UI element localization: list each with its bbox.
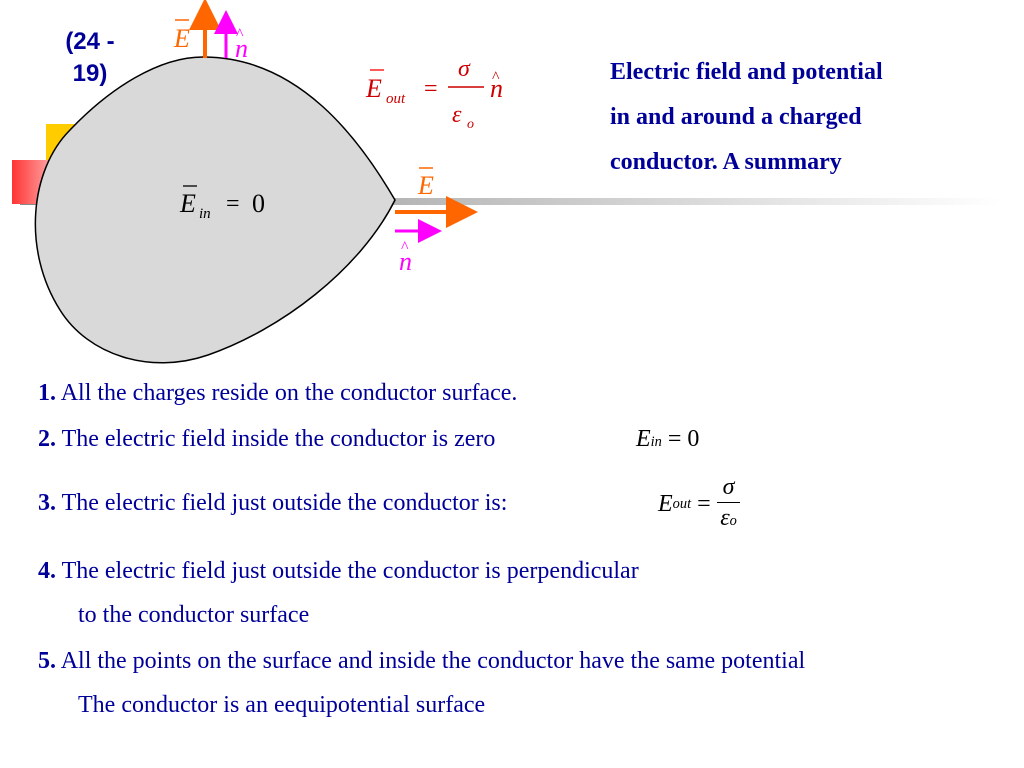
point-text: The electric field inside the conductor … <box>61 426 496 452</box>
point-text: All the points on the surface and inside… <box>60 648 806 674</box>
svg-text:0: 0 <box>252 189 265 218</box>
symbol-e: E <box>658 491 673 517</box>
equation-e-in-inline: Ein = 0 <box>636 424 699 457</box>
svg-text:n: n <box>399 247 412 276</box>
equation-e-out-inline: Eout = σ εo <box>658 472 741 536</box>
equation-e-out: E out = σ ε o ^ n <box>365 56 503 132</box>
svg-text:E: E <box>365 74 382 103</box>
point-text: All the charges reside on the conductor … <box>60 380 518 406</box>
point-text: The electric field just outside the cond… <box>61 558 639 584</box>
e-label-top: E <box>173 19 190 53</box>
n-hat-label-right: ^ n <box>399 239 412 276</box>
point-number: 5. <box>38 648 56 674</box>
decor-bar <box>20 198 1000 205</box>
point-3: 3. The electric field just outside the c… <box>38 488 507 518</box>
svg-text:^: ^ <box>236 26 244 43</box>
subscript-o: o <box>729 513 737 529</box>
subscript-out: out <box>672 496 692 512</box>
symbol-equals: = <box>667 426 682 452</box>
symbol-e: E <box>636 426 651 452</box>
symbol-sigma: σ <box>716 472 741 503</box>
point-text: The electric field just outside the cond… <box>61 490 508 516</box>
svg-text:^: ^ <box>492 69 500 86</box>
symbol-zero: 0 <box>687 426 700 452</box>
point-number: 3. <box>38 490 56 516</box>
symbol-equals: = <box>697 491 711 517</box>
title-line: in and around a charged <box>610 104 862 130</box>
point-text: to the conductor surface <box>78 602 310 628</box>
conductor-shape <box>34 56 396 364</box>
point-4: 4. The electric field just outside the c… <box>38 556 639 586</box>
point-number: 4. <box>38 558 56 584</box>
point-5: 5. All the points on the surface and ins… <box>38 646 805 676</box>
subscript-in: in <box>650 434 662 450</box>
svg-text:o: o <box>467 117 474 132</box>
denominator: εo <box>717 503 741 536</box>
svg-text:out: out <box>386 91 406 107</box>
point-number: 2. <box>38 426 56 452</box>
svg-text:E: E <box>173 24 190 53</box>
point-text: The conductor is an eequipotential surfa… <box>78 692 486 718</box>
e-label-right: E <box>417 167 434 200</box>
svg-text:in: in <box>199 206 211 222</box>
point-5-continuation: The conductor is an eequipotential surfa… <box>78 690 485 720</box>
svg-text:n: n <box>490 74 503 103</box>
equation-e-in-zero: E in = 0 <box>179 185 265 222</box>
svg-text:E: E <box>417 171 434 200</box>
svg-text:σ: σ <box>458 56 471 82</box>
slide-title: Electric field and potential in and arou… <box>610 50 1010 185</box>
svg-text:^: ^ <box>401 239 409 256</box>
point-2: 2. The electric field inside the conduct… <box>38 424 495 454</box>
title-line: conductor. A summary <box>610 149 842 175</box>
slide-number-line: (24 - <box>65 28 115 55</box>
n-hat-label-top: ^ n <box>235 26 248 63</box>
svg-text:ε: ε <box>452 102 462 128</box>
svg-text:=: = <box>424 76 438 102</box>
svg-text:E: E <box>179 189 196 218</box>
point-number: 1. <box>38 380 56 406</box>
slide-number-line: 19) <box>72 60 108 87</box>
svg-text:n: n <box>235 34 248 63</box>
title-line: Electric field and potential <box>610 59 883 85</box>
point-1: 1. All the charges reside on the conduct… <box>38 378 517 408</box>
svg-text:=: = <box>226 191 240 217</box>
point-4-continuation: to the conductor surface <box>78 600 309 630</box>
fraction: σ εo <box>716 472 741 536</box>
slide-number: (24 - 19) <box>40 26 140 90</box>
symbol-epsilon: ε <box>720 505 730 531</box>
